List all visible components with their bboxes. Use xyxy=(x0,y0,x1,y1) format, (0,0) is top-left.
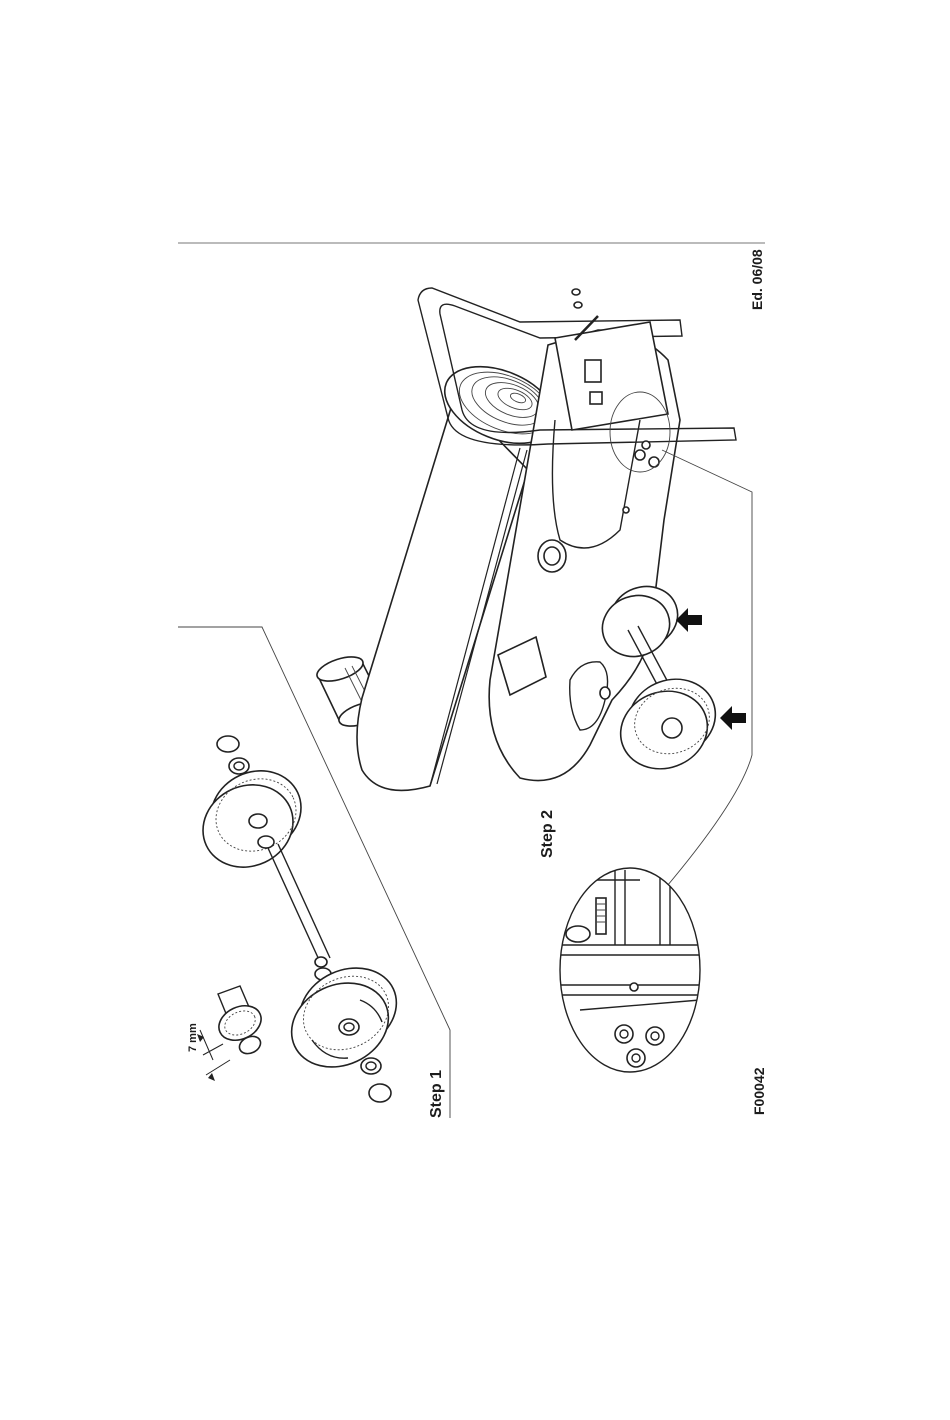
fuel-cap xyxy=(538,540,566,572)
step1-label: Step 1 xyxy=(428,1070,445,1118)
axle-rod-a xyxy=(268,848,320,962)
step2-heater-view xyxy=(314,288,752,892)
nut-top xyxy=(229,758,249,774)
arrow-icon xyxy=(720,706,746,730)
wheel-mounted-front xyxy=(610,667,727,781)
arrow-icon xyxy=(676,608,702,632)
step1-exploded-view: 7 mm xyxy=(187,736,410,1102)
nut-bottom xyxy=(361,1058,381,1074)
detail-oval xyxy=(560,868,700,1072)
power-switch xyxy=(585,360,601,382)
wheel-upper xyxy=(189,756,314,881)
washer-top xyxy=(217,736,239,752)
control-panel xyxy=(555,289,668,430)
step2-label: Step 2 xyxy=(539,810,556,858)
axle-end-detail xyxy=(197,986,267,1081)
wheel-lower xyxy=(278,953,410,1083)
dimension-label: 7 mm xyxy=(187,1023,199,1052)
detail-leader xyxy=(662,450,752,892)
cap-bottom xyxy=(369,1084,391,1102)
axle-rod-b xyxy=(278,844,330,958)
edition-label: Ed. 06/08 xyxy=(749,249,765,310)
figure-code: F00042 xyxy=(751,1067,767,1115)
